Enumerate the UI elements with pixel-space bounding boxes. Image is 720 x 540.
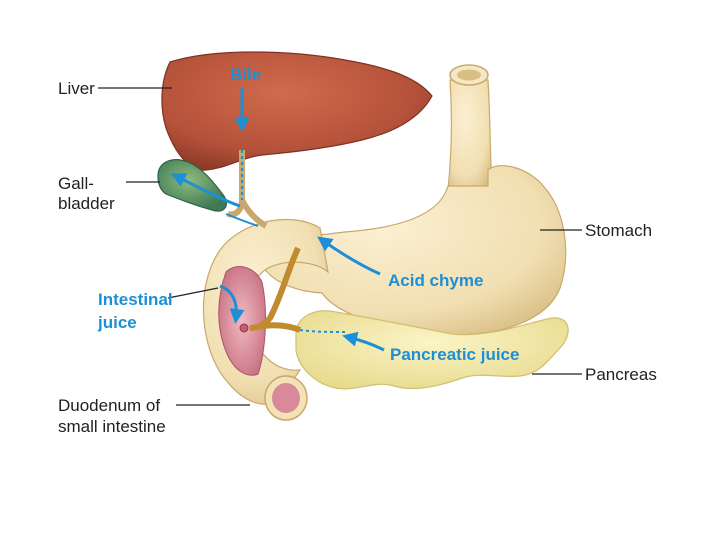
flow-label-acid-chyme: Acid chyme (388, 271, 483, 290)
pancreatic-juice-arrow (342, 331, 385, 352)
ampulla (239, 323, 249, 333)
pancreas (295, 310, 569, 390)
flow-label-intestinal-juice-line2: juice (97, 313, 137, 332)
label-liver: Liver (58, 79, 95, 98)
liver (161, 51, 433, 171)
intestinal-juice-leader (167, 287, 219, 299)
pancreatic-duct (249, 246, 301, 331)
intestinal-juice-arrow (219, 284, 245, 324)
label-gallbladder-line2: bladder (58, 194, 115, 213)
flow-label-intestinal-juice-line1: Intestinal (98, 290, 173, 309)
acid-chyme-arrow (317, 236, 381, 276)
label-stomach: Stomach (585, 221, 652, 240)
label-gallbladder-line1: Gall- (58, 174, 94, 193)
esophagus (447, 79, 493, 191)
label-duodenum-line2: small intestine (58, 417, 166, 436)
label-duodenum-line1: Duodenum of (58, 396, 160, 415)
flow-label-bile: Bile (230, 65, 261, 84)
bile-flow-to-gallbladder (170, 173, 241, 208)
label-pancreas: Pancreas (585, 365, 657, 384)
flow-label-pancreatic-juice: Pancreatic juice (390, 345, 519, 364)
